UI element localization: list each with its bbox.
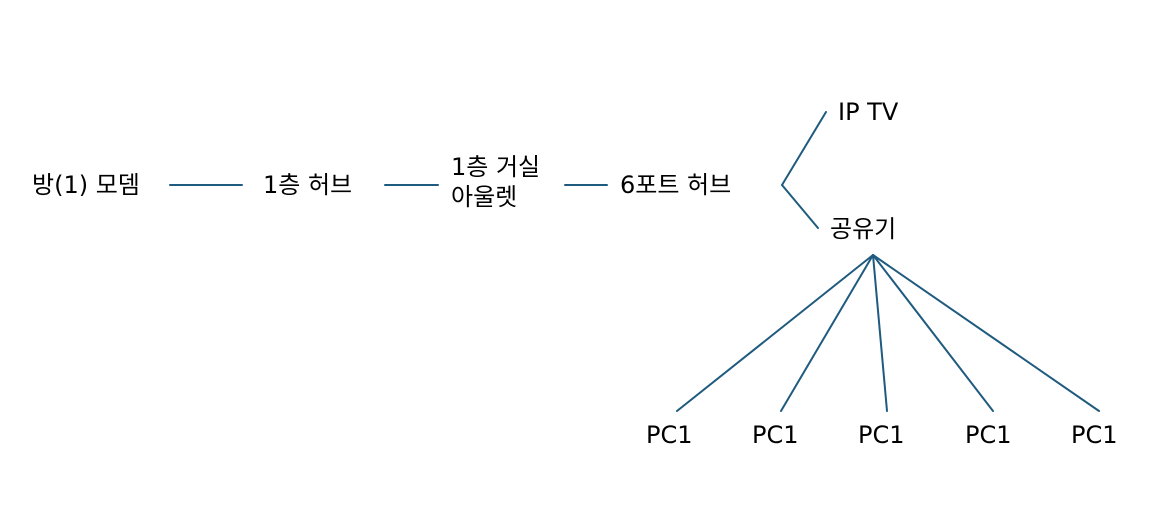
node-router: 공유기 — [830, 215, 897, 243]
link-router-pc-3 — [872, 254, 888, 412]
link-hub6-router — [781, 184, 819, 229]
node-modem: 방(1) 모뎀 — [32, 171, 140, 199]
link-hub6-iptv — [781, 111, 827, 186]
node-pc: PC1 — [752, 421, 799, 449]
node-pc: PC1 — [965, 421, 1012, 449]
node-iptv: IP TV — [838, 98, 899, 126]
node-pc: PC1 — [1071, 421, 1118, 449]
node-pc: PC1 — [858, 421, 905, 449]
node-pc: PC1 — [646, 421, 693, 449]
node-hub-6port: 6포트 허브 — [620, 171, 732, 199]
link-router-pc-5 — [872, 254, 1100, 412]
node-outlet-line1: 1층 거실 — [451, 153, 541, 181]
link-router-pc-2 — [780, 254, 874, 412]
link-router-pc-1 — [676, 254, 874, 412]
node-living-room-outlet: 1층 거실 아울렛 — [451, 152, 540, 212]
node-hub-1f: 1층 허브 — [263, 171, 353, 199]
link-router-pc-4 — [872, 254, 994, 412]
node-outlet-line2: 아울렛 — [451, 183, 518, 211]
